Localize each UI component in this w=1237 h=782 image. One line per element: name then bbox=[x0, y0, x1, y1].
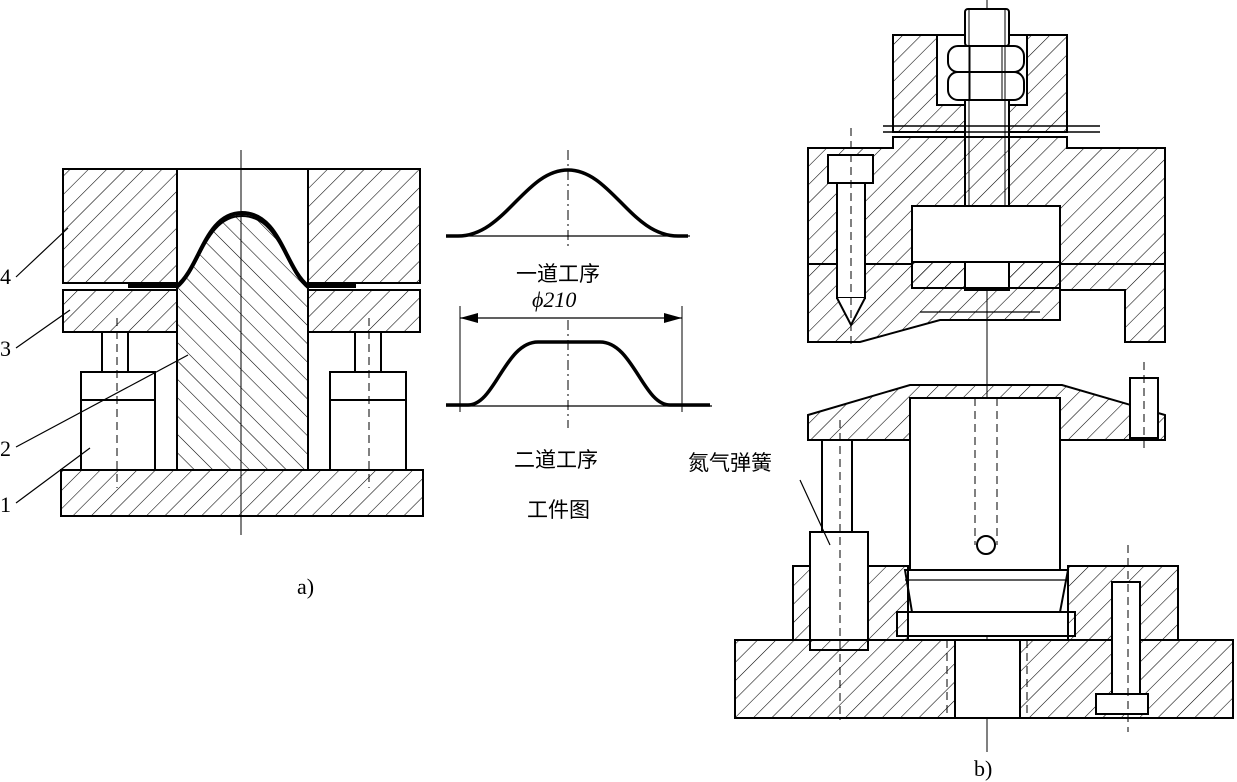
blank-holder-right bbox=[307, 289, 421, 333]
label-part-1: 1 bbox=[0, 492, 11, 517]
diameter-dimension: ϕ210 bbox=[532, 287, 576, 312]
step1-label: 一道工序 bbox=[516, 262, 600, 286]
upper-die-left bbox=[62, 168, 178, 284]
blank-holder-left bbox=[62, 289, 178, 333]
label-part-3: 3 bbox=[0, 336, 11, 361]
workpiece-drawing bbox=[446, 150, 712, 428]
caption-a: a) bbox=[297, 574, 314, 599]
step2-label: 二道工序 bbox=[514, 448, 598, 472]
die-assembly-b bbox=[734, 0, 1234, 752]
caption-b: b) bbox=[974, 756, 992, 781]
workpiece-title: 工件图 bbox=[527, 498, 590, 522]
step2-profile bbox=[446, 340, 710, 407]
sheet-blank bbox=[128, 210, 356, 288]
nitrogen-spring bbox=[809, 531, 869, 651]
label-part-2: 2 bbox=[0, 436, 11, 461]
step1-profile bbox=[446, 168, 688, 238]
die-assembly-a bbox=[15, 150, 424, 535]
nitrogen-spring-label: 氮气弹簧 bbox=[688, 451, 772, 475]
label-part-4: 4 bbox=[0, 264, 11, 289]
upper-die-right bbox=[307, 168, 421, 284]
base-plate-a bbox=[60, 469, 424, 517]
